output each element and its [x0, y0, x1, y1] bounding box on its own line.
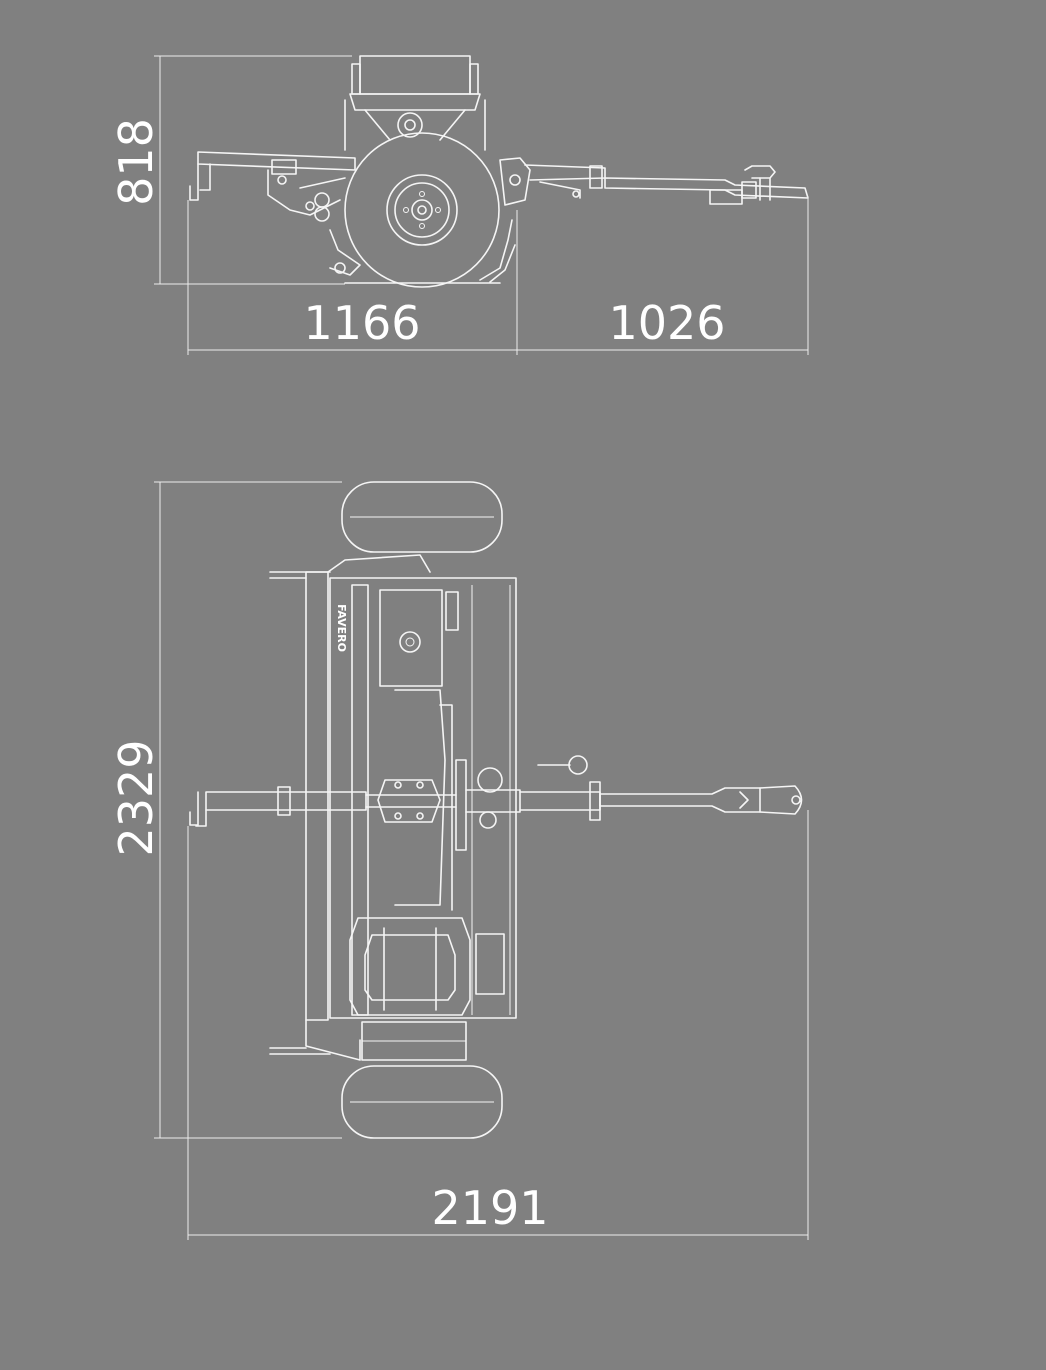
top-drawbar-rear — [189, 786, 457, 827]
side-skid — [329, 219, 516, 284]
side-dim-length — [187, 196, 809, 355]
top-drawbar-front — [465, 755, 803, 829]
side-rear-arm — [189, 151, 356, 222]
side-wheel — [344, 132, 500, 288]
top-width-label: 2329 — [109, 739, 163, 856]
top-dim-length — [187, 810, 809, 1240]
top-view: FAVERO 2329 2191 — [109, 481, 809, 1240]
side-engine-housing — [344, 55, 486, 151]
side-tow-bar — [499, 157, 809, 206]
side-view: 818 1166 1026 — [109, 55, 809, 355]
top-dim-width — [154, 481, 342, 1139]
side-rear-length-label: 1166 — [303, 296, 420, 350]
side-front-length-label: 1026 — [608, 296, 725, 350]
top-joint — [377, 779, 441, 823]
top-wheel-lower — [341, 1065, 503, 1139]
top-gearbox — [379, 589, 459, 687]
brand-mark: FAVERO — [335, 604, 348, 652]
top-lower-gearbox — [349, 917, 505, 1061]
top-total-length-label: 2191 — [431, 1181, 548, 1235]
top-wheel-upper — [341, 481, 503, 553]
top-deck — [269, 554, 517, 1061]
top-drive-channel — [394, 689, 467, 911]
side-height-label: 818 — [109, 118, 163, 206]
side-dim-height — [154, 55, 352, 285]
